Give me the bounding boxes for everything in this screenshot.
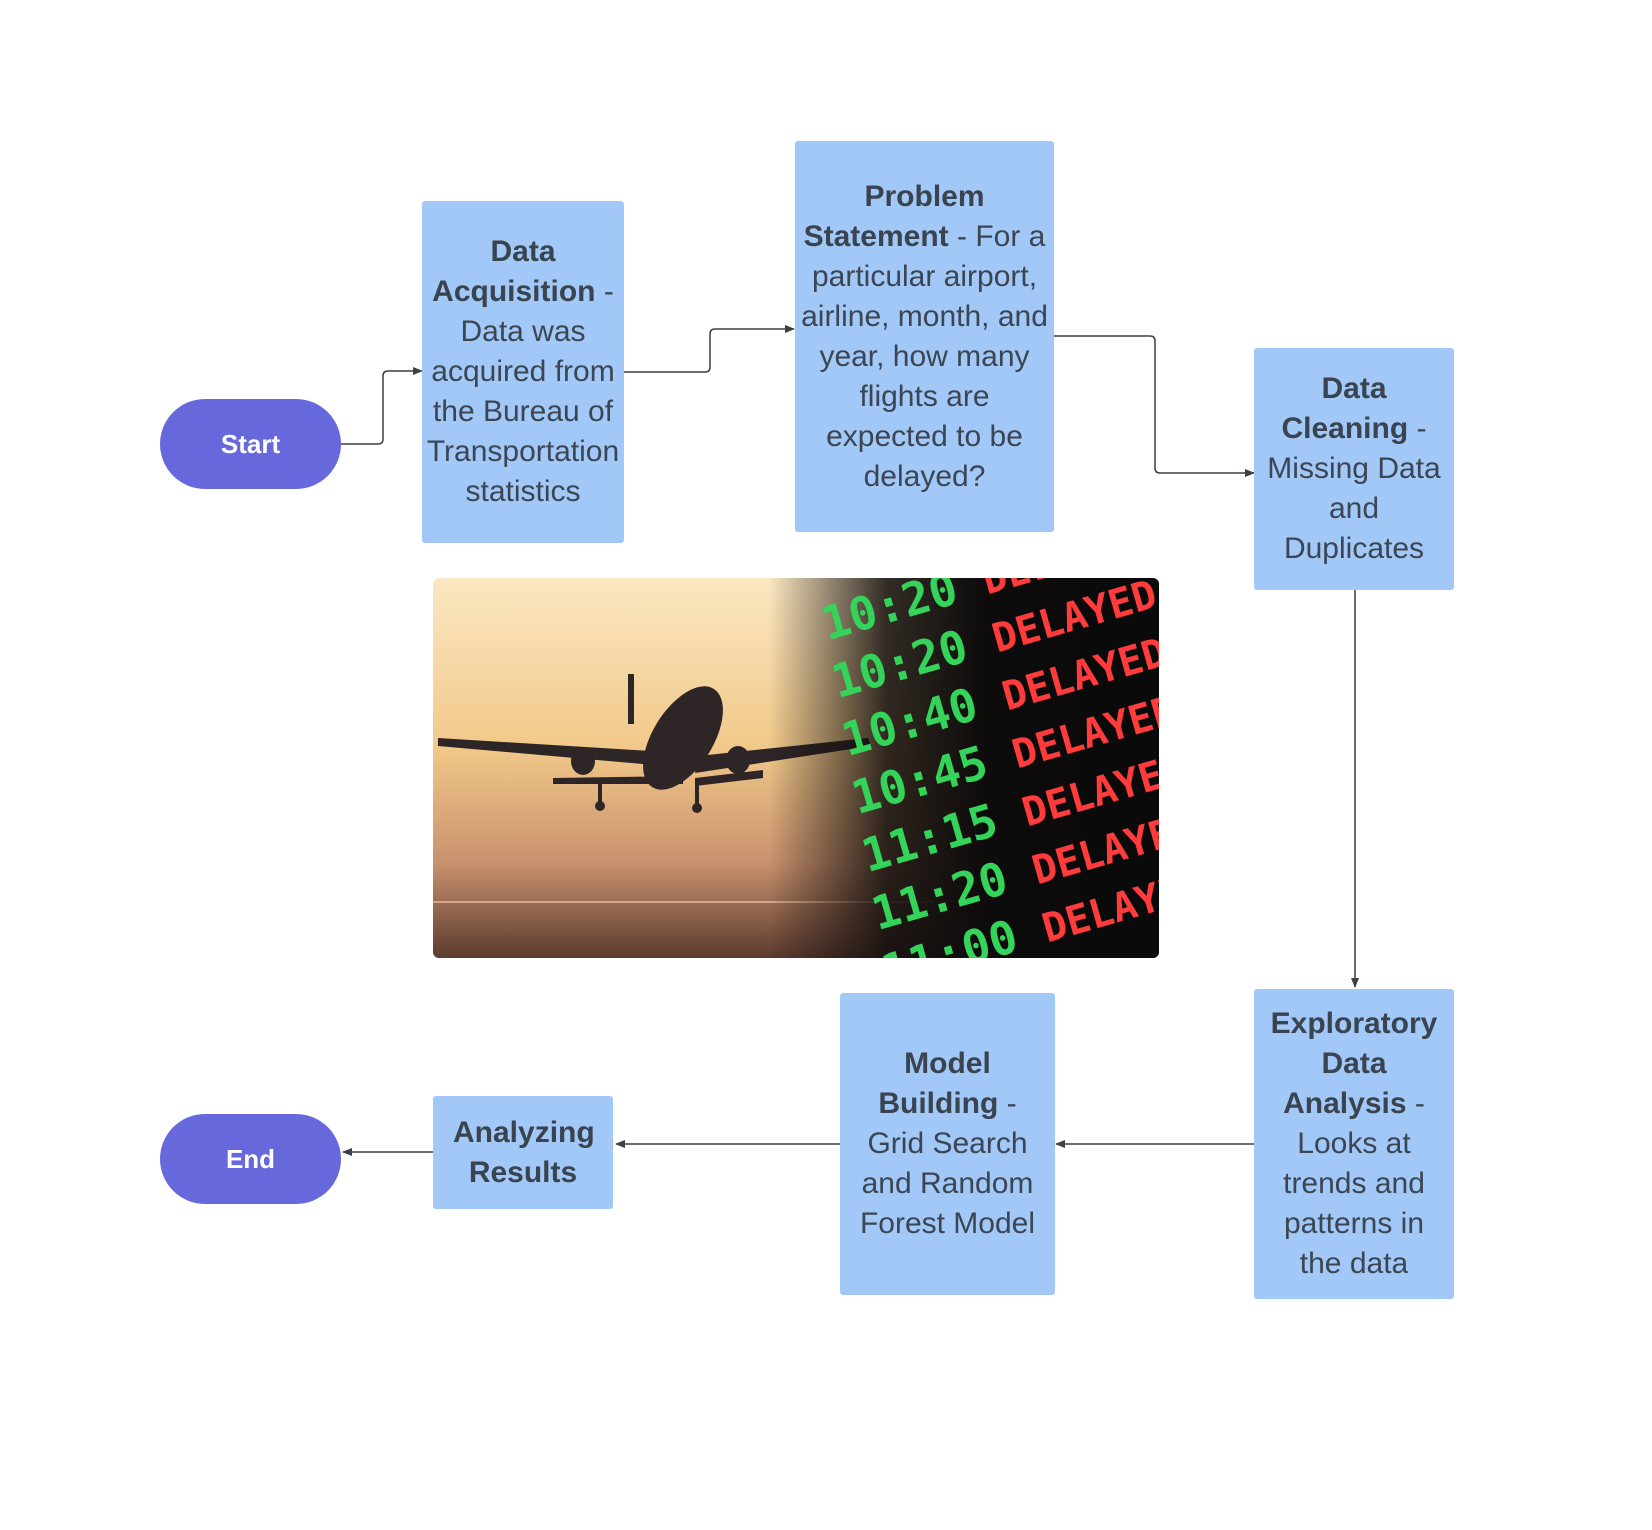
problem-statement-body: For a particular airport, airline, month…	[801, 219, 1048, 493]
eda-box[interactable]: Exploratory Data Analysis - Looks at tre…	[1254, 989, 1454, 1299]
analyzing-results-title: Analyzing Results	[453, 1115, 595, 1189]
eda-title: Exploratory Data Analysis	[1270, 1007, 1438, 1120]
problem-statement-box[interactable]: Problem Statement - For a particular air…	[795, 141, 1054, 532]
data-acquisition-separator: -	[595, 275, 614, 308]
problem-statement-title: Problem Statement	[803, 179, 985, 253]
analyzing-results-text: Analyzing Results	[453, 1113, 595, 1193]
data-acquisition-text: Data Acquisition - Data was acquired fro…	[422, 232, 624, 512]
problem-statement-separator: -	[948, 219, 976, 253]
model-building-text: Model Building - Grid Search and Random …	[846, 1044, 1049, 1244]
analyzing-results-box[interactable]: Analyzing Results	[433, 1096, 613, 1209]
connector-acquisition-problem	[624, 325, 795, 373]
start-label: Start	[220, 428, 281, 459]
connector-problem-cleaning	[1054, 335, 1255, 477]
problem-statement-text: Problem Statement - For a particular air…	[801, 177, 1048, 497]
start-node[interactable]: Start	[160, 399, 341, 489]
model-building-title: Model Building	[878, 1047, 999, 1120]
model-building-body: Grid Search and Random Forest Model	[859, 1127, 1036, 1240]
data-cleaning-title: Data Cleaning	[1281, 372, 1409, 445]
departure-board	[769, 578, 1159, 958]
data-acquisition-body: Data was acquired from the Bureau of Tra…	[426, 315, 620, 508]
model-building-box[interactable]: Model Building - Grid Search and Random …	[840, 993, 1055, 1295]
data-cleaning-text: Data Cleaning - Missing Data and Duplica…	[1262, 369, 1446, 569]
data-acquisition-title: Data Acquisition	[432, 235, 596, 308]
end-node[interactable]: End	[160, 1114, 341, 1204]
connector-start-acquisition	[341, 367, 423, 445]
eda-separator: -	[1406, 1087, 1425, 1120]
data-cleaning-separator: -	[1408, 412, 1427, 445]
data-cleaning-box[interactable]: Data Cleaning - Missing Data and Duplica…	[1254, 348, 1454, 590]
runway-line	[433, 901, 953, 903]
flight-delay-photo: 10:20 DELAYED AW 10:20 DELAYED AW 10:40 …	[433, 578, 1159, 958]
eda-body: Looks at trends and patterns in the data	[1283, 1127, 1425, 1280]
eda-text: Exploratory Data Analysis - Looks at tre…	[1266, 1004, 1442, 1284]
end-label: End	[225, 1143, 276, 1174]
data-acquisition-box[interactable]: Data Acquisition - Data was acquired fro…	[422, 201, 624, 543]
data-cleaning-body: Missing Data and Duplicates	[1267, 452, 1441, 565]
model-building-separator: -	[998, 1087, 1017, 1120]
